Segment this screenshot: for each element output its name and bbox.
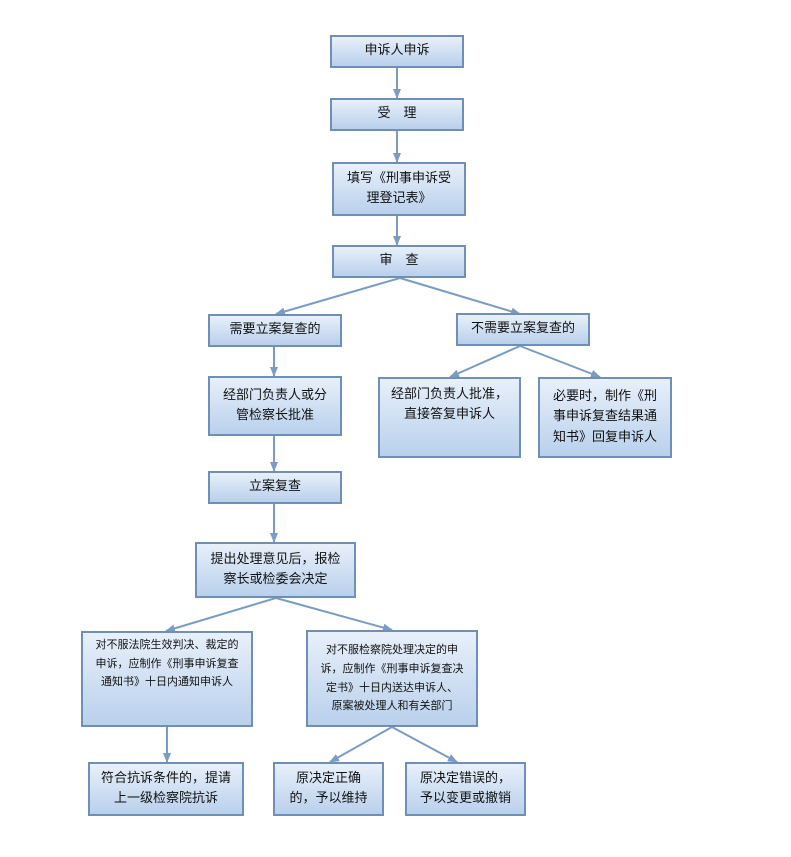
arrow-procuratorate-change: [391, 726, 458, 763]
node-fill-form: 填写《刑事申诉受 理登记表》: [332, 162, 466, 216]
node-maintain: 原决定正确 的，予以维持: [273, 762, 384, 816]
arrow-procuratorate-maintain: [329, 726, 393, 763]
node-review: 审 查: [332, 245, 466, 278]
arrow-noneed-notice: [519, 345, 601, 378]
arrow-noneed-direct: [449, 345, 521, 378]
node-procuratorate-decision: 对不服检察院处理决定的申 诉，应制作《刑事申诉复查决 定书》十日内送达申诉人、 …: [306, 630, 478, 727]
node-file-reexam: 立案复查: [208, 471, 342, 504]
node-propose-opinion: 提出处理意见后，报检 察长或检委会决定: [195, 542, 356, 598]
node-change: 原决定错误的， 予以变更或撤销: [405, 762, 526, 816]
node-direct-reply: 经部门负责人批准， 直接答复申诉人: [378, 377, 521, 458]
node-accept: 受 理: [330, 98, 464, 131]
arrow-propose-procuratorate: [275, 597, 393, 632]
node-need-reexam: 需要立案复查的: [208, 314, 342, 347]
node-notice-reply: 必要时，制作《刑 事申诉复查结果通 知书》回复申诉人: [538, 377, 672, 458]
arrow-review-noneed: [399, 277, 521, 316]
arrow-review-need: [275, 277, 401, 316]
node-dept-head-approve: 经部门负责人或分 管检察长批准: [208, 376, 342, 436]
arrow-propose-court: [165, 597, 277, 633]
node-no-need-reexam: 不需要立案复查的: [456, 313, 590, 346]
node-court-judgment: 对不服法院生效判决、裁定的 申诉，应制作《刑事申诉复查 通知书》十日内通知申诉人: [81, 631, 253, 727]
node-complaint: 申诉人申诉: [330, 35, 464, 68]
node-protest: 符合抗诉条件的，提请 上一级检察院抗诉: [88, 762, 244, 816]
